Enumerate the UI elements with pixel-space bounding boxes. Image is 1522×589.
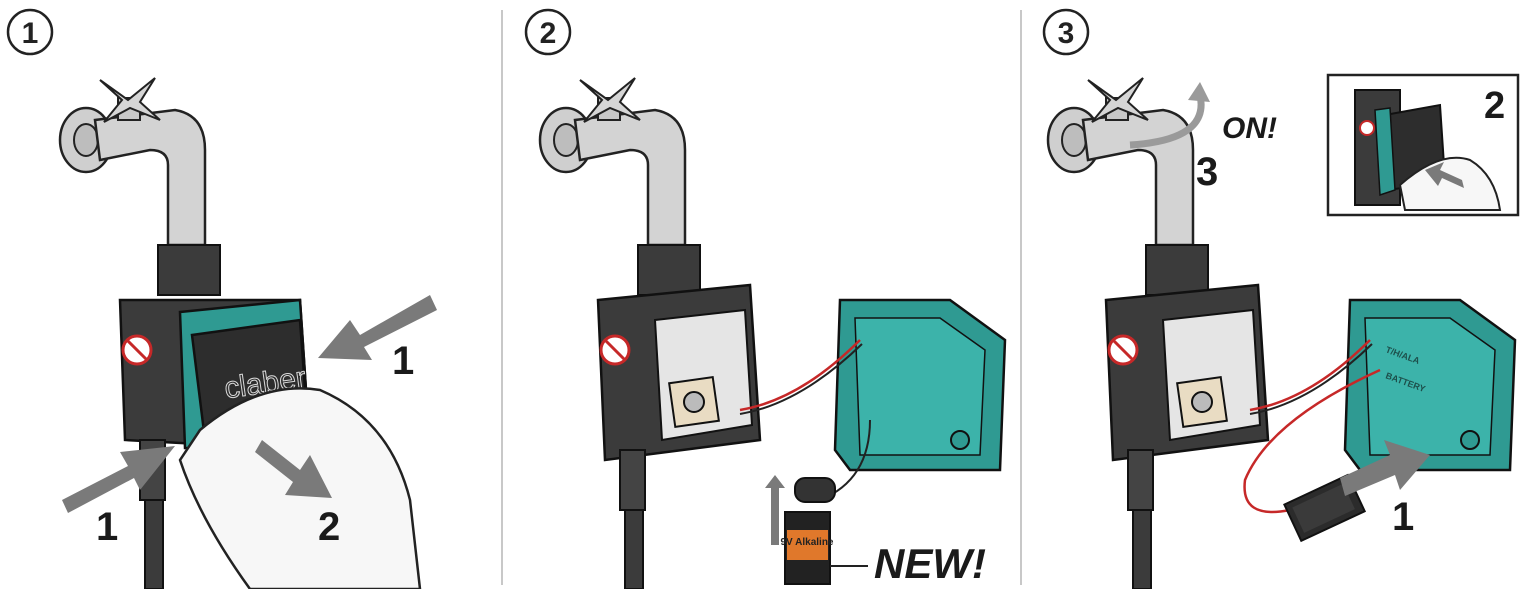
inset-step-label: 2 [1484,85,1505,127]
faucet-illustration [540,78,685,245]
svg-text:3: 3 [1058,17,1075,50]
new-label: NEW! [874,540,986,587]
panel-step-2: 2 [526,10,1005,589]
battery-cover: T/H/ALA BATTERY [1345,300,1515,470]
insert-step-label: 1 [1392,495,1414,539]
battery-9v: 9V Alkaline [781,512,834,584]
step-3-badge: 3 [1044,10,1088,54]
faucet-illustration [1048,78,1193,245]
panel-step-3: 3 ON! 3 T/H/ALA [1044,10,1518,589]
panel-step-1: 1 claber 1 1 2 [8,10,437,589]
arrow-up-battery [765,475,785,545]
step-1-badge: 1 [8,10,52,54]
svg-text:2: 2 [540,17,557,50]
arrow-rotate-head [1188,82,1210,102]
callout-pull: 2 [318,505,340,549]
timer-unit-open [598,245,760,589]
faucet-illustration [60,78,205,245]
timer-unit-open [1106,245,1268,589]
callout-press-left: 1 [96,505,118,549]
turn-step-label: 3 [1196,150,1218,194]
svg-text:1: 1 [22,17,39,50]
battery-snap [795,478,835,502]
svg-text:9V Alkaline: 9V Alkaline [781,537,834,548]
step-2-badge: 2 [526,10,570,54]
inset-close-cover: 2 [1328,75,1518,215]
callout-press-right: 1 [392,339,414,383]
battery-cover [835,300,1005,470]
on-label: ON! [1222,112,1277,145]
arrow-press-right [318,295,437,360]
